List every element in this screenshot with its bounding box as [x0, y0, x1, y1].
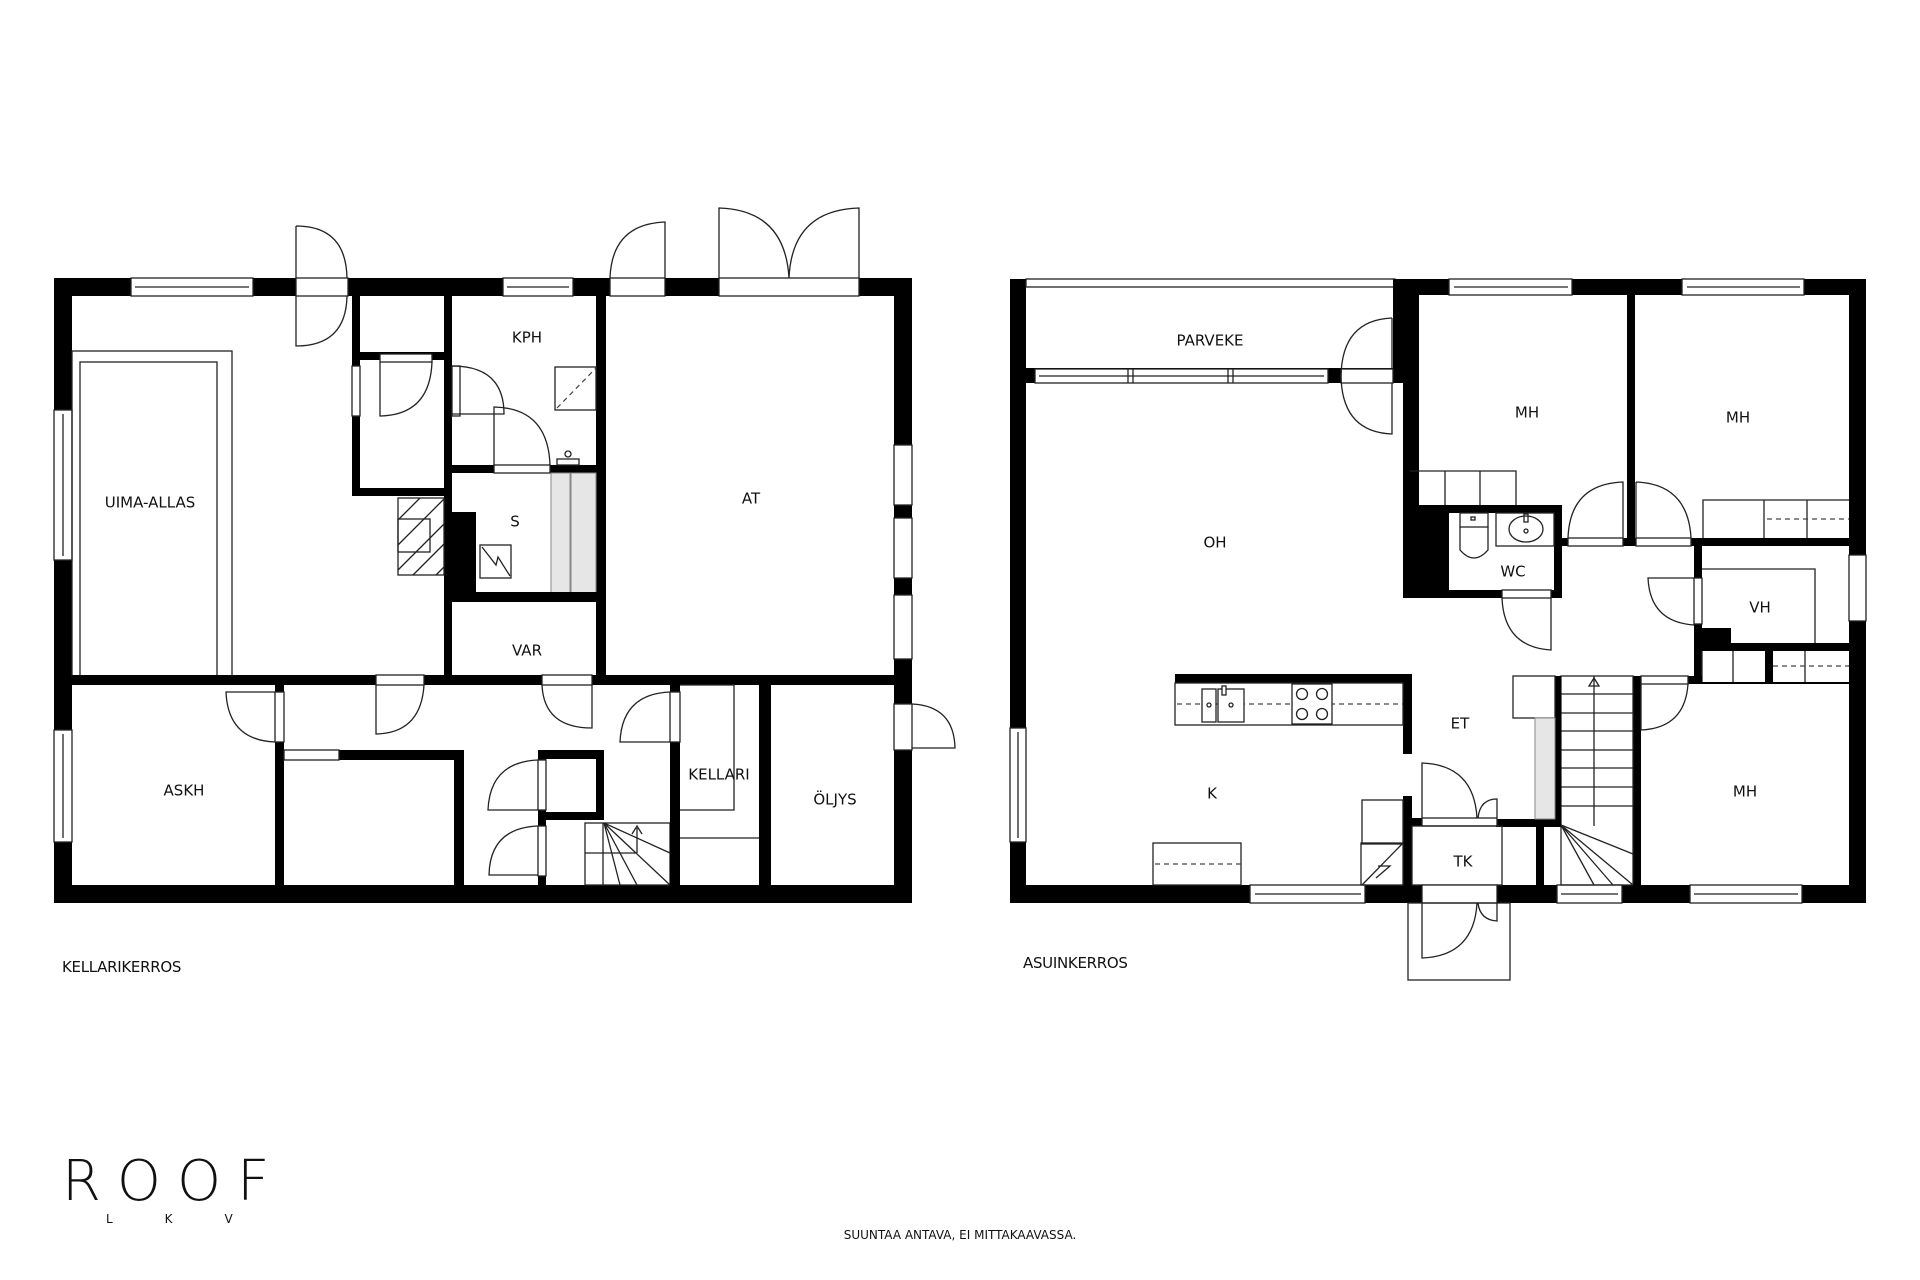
stove-icon	[1291, 683, 1333, 725]
room-label-askh: ASKH	[164, 782, 205, 800]
pool-basin	[79, 361, 218, 677]
room-label-at: AT	[742, 490, 761, 508]
floor-label-main: ASUINKERROS	[1023, 954, 1128, 972]
double-door-swing-icon	[718, 207, 860, 279]
door-swing-icon	[375, 684, 425, 735]
door-swing-icon	[487, 759, 539, 811]
door-opening	[609, 277, 666, 297]
door-swing-icon	[1340, 317, 1393, 435]
room-label-vh: VH	[1749, 599, 1771, 617]
logo-subtitle: LKV	[106, 1212, 285, 1226]
basement-plan: UIMA-ALLAS KPH S AT VAR ASKH KELLARI ÖLJ…	[53, 207, 956, 903]
pool-outline	[71, 350, 233, 677]
sauna-bench	[550, 472, 571, 594]
door-swing-icon	[1477, 798, 1498, 819]
door-swing-icon	[295, 295, 348, 347]
faucet-icon	[556, 458, 580, 466]
room-label-mh-2: MH	[1726, 409, 1750, 427]
window	[1848, 554, 1867, 622]
balcony-rail	[1025, 278, 1396, 288]
entrance-step	[1407, 902, 1511, 981]
door-swing-icon	[1501, 597, 1552, 651]
shower-icon	[554, 366, 597, 411]
room-label-k: K	[1207, 785, 1218, 803]
room-label-s: S	[510, 513, 520, 531]
room-label-tk: TK	[1453, 853, 1474, 871]
sauna-bench	[570, 472, 597, 594]
door-swing-icon	[1640, 683, 1689, 731]
electrical-panel-icon	[1360, 842, 1404, 886]
main-floor-plan: VH	[1009, 278, 1867, 981]
window	[893, 444, 913, 506]
door-opening	[295, 277, 349, 297]
stove-icon	[479, 544, 512, 579]
door-opening	[1340, 368, 1394, 384]
logo-wordmark: ROOF	[62, 1149, 286, 1214]
room-label-uima-allas: UIMA-ALLAS	[105, 494, 195, 512]
window	[893, 594, 913, 660]
door-swing-icon	[1647, 577, 1695, 626]
door-swing-icon	[1567, 481, 1624, 539]
door-swing-icon	[493, 406, 551, 466]
door-swing-icon	[911, 703, 956, 749]
sink-icon	[1495, 512, 1555, 547]
toilet-icon	[1459, 512, 1489, 559]
room-label-var: VAR	[512, 642, 542, 660]
floor-label-basement: KELLARIKERROS	[62, 958, 182, 976]
staircase-icon	[584, 822, 671, 886]
staircase-icon	[1560, 675, 1634, 886]
door-swing-icon	[1635, 481, 1692, 539]
room-label-wc: WC	[1500, 563, 1525, 581]
door-swing-icon	[488, 825, 539, 876]
door-swing-icon	[609, 221, 666, 279]
room-label-mh-1: MH	[1515, 404, 1539, 422]
shelf	[680, 684, 735, 811]
room-label-et: ET	[1451, 715, 1470, 733]
room-label-oljys: ÖLJYS	[813, 790, 856, 809]
door-swing-icon	[379, 361, 433, 417]
disclaimer-text: SUUNTAA ANTAVA, EI MITTAKAAVASSA.	[843, 1228, 1077, 1242]
door-swing-icon	[1477, 902, 1498, 922]
door-swing-icon	[295, 225, 348, 279]
company-logo: ROOF LKV	[62, 1149, 286, 1227]
room-label-oh: OH	[1203, 534, 1226, 552]
door-swing-icon	[619, 691, 671, 743]
kitchen-sink-icon	[1201, 685, 1245, 723]
room-label-parveke: PARVEKE	[1176, 332, 1243, 350]
door-swing-icon	[451, 365, 505, 415]
door-opening	[893, 703, 913, 751]
room-label-kph: KPH	[512, 329, 542, 347]
fireplace-icon	[397, 497, 445, 576]
double-door-opening	[718, 277, 860, 297]
room-label-kellari: KELLARI	[688, 766, 749, 784]
door-swing-icon	[541, 684, 593, 729]
window	[893, 517, 913, 579]
door-swing-icon	[1421, 762, 1478, 819]
room-label-mh-3: MH	[1733, 783, 1757, 801]
door-swing-icon	[1421, 902, 1478, 959]
door-swing-icon	[225, 691, 276, 743]
